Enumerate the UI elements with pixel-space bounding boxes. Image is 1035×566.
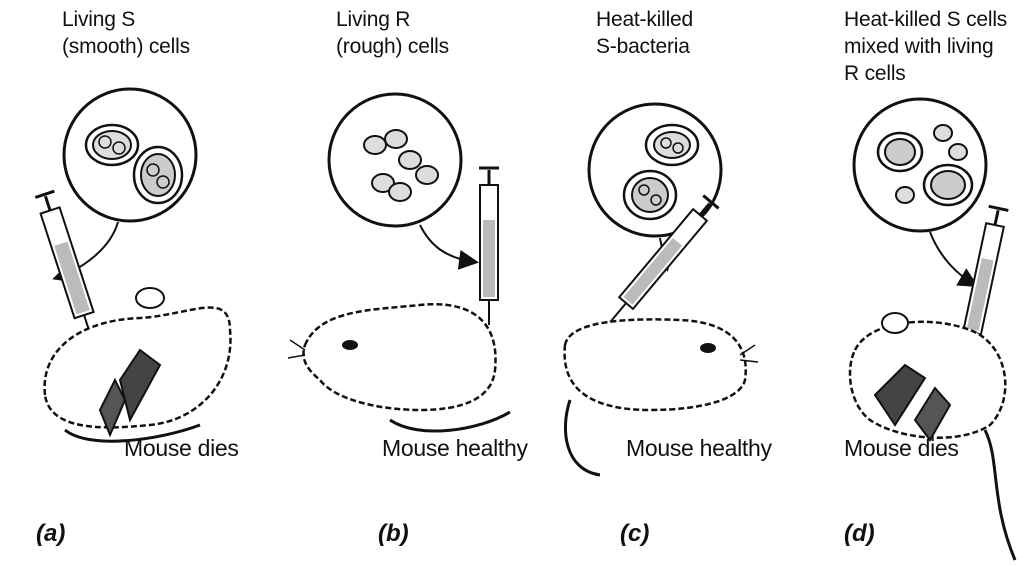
panel-label: Living S (smooth) cells <box>62 6 190 60</box>
outcome-label: Mouse dies <box>844 435 959 462</box>
panel-c: Heat-killed S-bacteria Mouse healthy (c) <box>520 0 800 566</box>
panel-letter: (a) <box>36 520 65 548</box>
panel-label: Living R (rough) cells <box>336 6 449 60</box>
panel-letter: (c) <box>620 520 649 548</box>
panel-b: Living R (rough) cells Mouse healthy (b) <box>250 0 520 566</box>
panel-a: Living S (smooth) cells Mouse dies (a) <box>0 0 250 566</box>
panel-letter: (d) <box>844 520 875 548</box>
panel-label: Heat-killed S-bacteria <box>596 6 693 60</box>
panel-letter: (b) <box>378 520 409 548</box>
panel-label: Heat-killed S cells mixed with living R … <box>844 6 1007 87</box>
outcome-label: Mouse healthy <box>626 435 772 462</box>
panel-d: Heat-killed S cells mixed with living R … <box>800 0 1035 566</box>
outcome-label: Mouse healthy <box>382 435 528 462</box>
outcome-label: Mouse dies <box>124 435 239 462</box>
